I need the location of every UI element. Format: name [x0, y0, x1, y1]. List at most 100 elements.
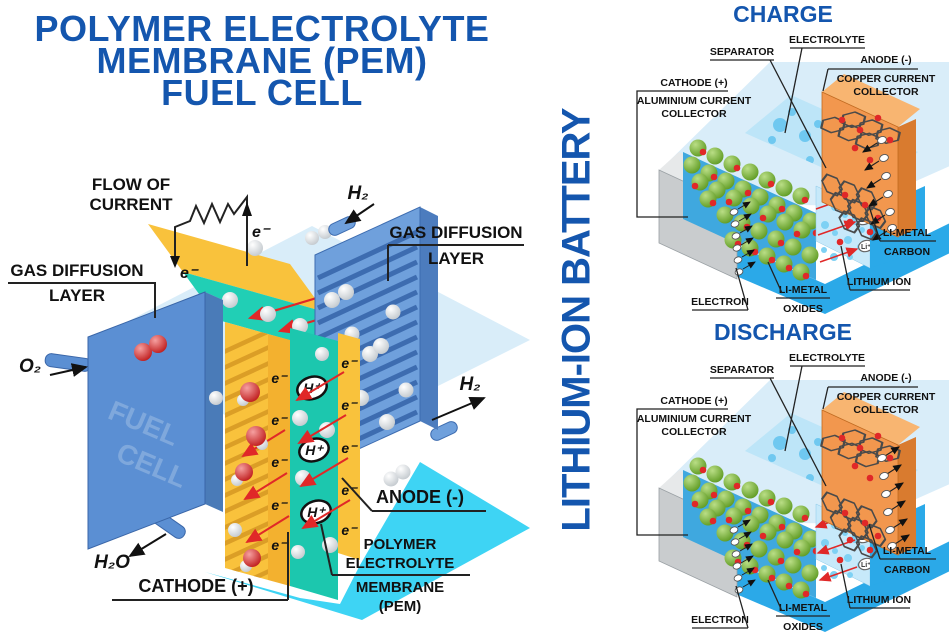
electron-label: e⁻ — [341, 397, 358, 413]
anode-label: ANODE (-) — [860, 372, 911, 384]
electron-labels-anode: e⁻ e⁻ e⁻ e⁻ e⁻ — [341, 355, 358, 538]
electrolyte-label: ELECTROLYTE — [789, 352, 865, 364]
electron-labels-cathode: e⁻ e⁻ e⁻ e⁻ e⁻ — [271, 370, 288, 553]
o2-arrow — [49, 363, 88, 377]
water-molecules — [228, 382, 268, 572]
pem-label-line3: MEMBRANE — [356, 579, 444, 596]
hydrogen-molecules-top — [222, 225, 332, 334]
h2o-label: H₂O — [94, 552, 130, 573]
aluminium-collector-label-1: ALUMINIUM CURRENT — [637, 95, 752, 107]
o2-inlet-pipe — [44, 353, 92, 372]
electron-label: e⁻ — [180, 265, 199, 282]
electron-circles — [877, 454, 897, 550]
battery-panel: CHARGE — [636, 1, 949, 315]
h2-outlet-pipe — [430, 421, 458, 441]
copper-electrons — [862, 136, 897, 241]
battery-floor — [659, 211, 949, 314]
o2-label: O₂ — [19, 356, 41, 377]
lithium-ion-label: LITHIUM ION — [847, 594, 911, 606]
h2-out-arrow — [431, 397, 486, 421]
fuel-cell-illustration: POLYMER ELECTROLYTE MEMBRANE (PEM) FUEL … — [8, 8, 530, 620]
li-metal-carbon-label-1: LI-METAL — [883, 227, 932, 239]
electron-label: ELECTRON — [691, 296, 749, 308]
li-ion-label: Li⁺ — [861, 244, 871, 251]
cathode-label: CATHODE (+) — [660, 395, 727, 407]
electron-label: e⁻ — [271, 370, 288, 386]
h2-out-label: H₂ — [460, 374, 481, 395]
pem-label-line1: POLYMER — [364, 536, 437, 553]
electron-label: e⁻ — [252, 224, 271, 241]
anode-top-band — [148, 224, 325, 312]
discharge-panel: DISCHARGE — [620, 318, 949, 637]
battery-labels: ELECTROLYTE SEPARATOR ANODE (-) COPPER C… — [636, 352, 936, 633]
fuel-cell-title: POLYMER ELECTROLYTE MEMBRANE (PEM) FUEL … — [35, 8, 490, 113]
copper-collector-label-2: COLLECTOR — [853, 404, 919, 416]
anode-label: ANODE (-) — [860, 54, 911, 66]
copper-electrons — [877, 446, 910, 550]
pem-label-line4: (PEM) — [379, 598, 422, 615]
aluminium-collector-label-1: ALUMINIUM CURRENT — [637, 413, 752, 425]
li-metal-carbon-label-1: LI-METAL — [883, 545, 932, 557]
electron-arrows-charge — [862, 142, 888, 241]
li-metal-oxide-slab — [683, 139, 820, 281]
battery-labels: ELECTROLYTE SEPARATOR ANODE (-) COPPER C… — [636, 34, 936, 315]
electron-label: e⁻ — [341, 355, 358, 371]
electron-label: e⁻ — [271, 454, 288, 470]
fuel-cell-title-line2: MEMBRANE (PEM) — [97, 40, 428, 81]
battery-floor — [659, 529, 949, 632]
pem-label-line2: ELECTROLYTE — [346, 555, 455, 572]
lithium-ion-battery-title: LITHIUM-ION BATTERY — [554, 108, 599, 532]
h2-in-label: H₂ — [348, 183, 369, 204]
carbon-lattice — [820, 429, 901, 559]
battery-panel-title: DISCHARGE — [714, 319, 852, 345]
current-arrow-down — [170, 256, 180, 268]
h2o-arrow — [128, 533, 167, 558]
electron-label: e⁻ — [341, 522, 358, 538]
separator-label: SEPARATOR — [710, 364, 775, 376]
cathode-gas-diffusion-plate: FUEL CELL — [44, 291, 223, 550]
gas-diffusion-left-label-2: LAYER — [49, 286, 105, 305]
copper-collector-label-2: COLLECTOR — [853, 86, 919, 98]
electron-label: e⁻ — [271, 412, 288, 428]
li-metal-oxides-label-2: OXIDES — [783, 303, 823, 315]
battery-panel-title: CHARGE — [733, 1, 833, 27]
li-metal-carbon-label-2: CARBON — [884, 564, 930, 576]
oxide-spheres — [683, 139, 820, 281]
electron-arrows-discharge — [884, 446, 910, 545]
proton-label: H⁺ — [307, 504, 326, 520]
flow-of-current-label-2: CURRENT — [89, 195, 173, 214]
fuel-cell-title-line3: FUEL CELL — [161, 72, 363, 113]
separator-label: SEPARATOR — [710, 46, 775, 58]
h2-in-arrow — [344, 203, 375, 225]
lithium-ion-label: LITHIUM ION — [847, 276, 911, 288]
gas-diffusion-left-label-1: GAS DIFFUSION — [10, 261, 143, 280]
cathode-catalyst-layer — [268, 334, 290, 586]
fuel-cell-labels: FLOW OF CURRENT GAS DIFFUSION LAYER GAS … — [8, 175, 524, 615]
gas-diffusion-right-label-2: LAYER — [428, 249, 484, 268]
li-metal-oxides-label-1: LI-METAL — [779, 602, 828, 614]
gas-diffusion-right-label-1: GAS DIFFUSION — [389, 223, 522, 242]
carbon-lithium-dots — [836, 432, 894, 564]
collector-electrons — [729, 201, 756, 276]
li-metal-oxides-label-2: OXIDES — [783, 621, 823, 633]
aluminium-collector-label-2: COLLECTOR — [661, 108, 727, 120]
copper-collector-label-1: COPPER CURRENT — [837, 391, 936, 403]
copper-collector-label-1: COPPER CURRENT — [837, 73, 936, 85]
current-arrow-up — [242, 202, 252, 216]
electron-label: e⁻ — [341, 440, 358, 456]
fuel-cell-title-line1: POLYMER ELECTROLYTE — [35, 8, 490, 49]
li-metal-oxides-label-1: LI-METAL — [779, 284, 828, 296]
external-circuit: e⁻ e⁻ — [170, 194, 271, 282]
oxygen-molecules — [134, 335, 223, 405]
electron-label: e⁻ — [271, 537, 288, 553]
electrolyte-label: ELECTROLYTE — [789, 34, 865, 46]
cathode-label: CATHODE (+) — [660, 77, 727, 89]
battery-panel: DISCHARGE — [636, 319, 949, 633]
cathode-label: CATHODE (+) — [138, 576, 253, 596]
electron-label: ELECTRON — [691, 614, 749, 626]
electron-label: e⁻ — [341, 482, 358, 498]
pem-membrane-layer — [290, 328, 338, 600]
flow-of-current-label-1: FLOW OF — [92, 175, 170, 194]
anode-label: ANODE (-) — [376, 487, 464, 507]
